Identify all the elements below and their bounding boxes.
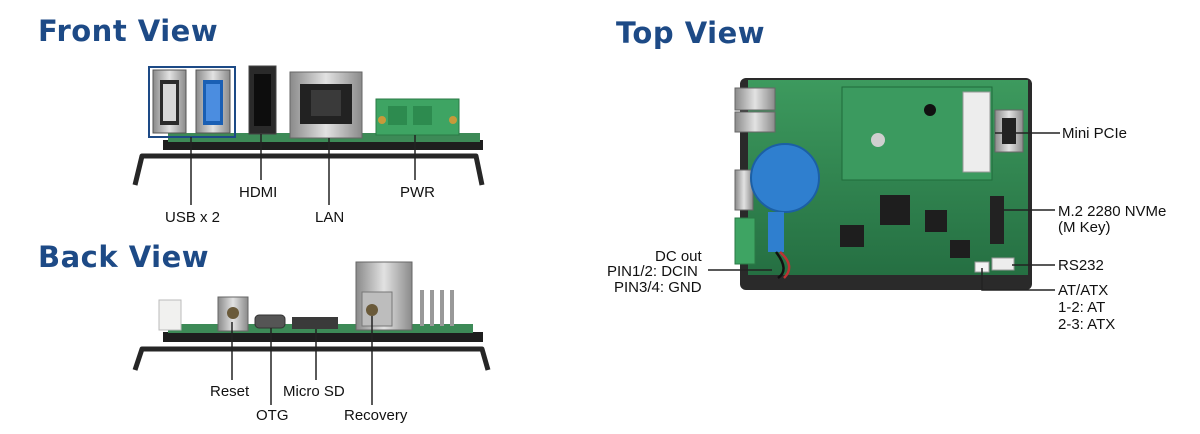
front-view-title: Front View	[38, 14, 219, 48]
dc-out-label-line3: PIN3/4: GND	[614, 279, 702, 296]
m2-label-line1: M.2 2280 NVMe	[1058, 203, 1167, 220]
m2-label-line2: (M Key)	[1058, 219, 1111, 236]
recovery-label: Recovery	[344, 407, 408, 424]
top-view-title: Top View	[616, 16, 766, 50]
reset-label: Reset	[210, 383, 250, 400]
atatx-label-line2: 1-2: AT	[1058, 299, 1106, 316]
usb-label: USB x 2	[165, 209, 221, 226]
rs232-label: RS232	[1058, 257, 1104, 274]
dc-out-label-line1: DC out	[655, 248, 702, 265]
hdmi-label: HDMI	[239, 184, 278, 201]
lan-label: LAN	[315, 209, 345, 226]
pwr-label: PWR	[400, 184, 435, 201]
top-view-board	[708, 78, 1060, 291]
front-view-board	[132, 65, 485, 205]
mini-pcie-label: Mini PCIe	[1062, 125, 1128, 142]
back-view-title: Back View	[38, 240, 210, 274]
micro-sd-label: Micro SD	[283, 383, 345, 400]
back-view-board	[132, 261, 491, 405]
atatx-label-line3: 2-3: ATX	[1058, 316, 1116, 333]
otg-label: OTG	[256, 407, 289, 424]
atatx-label-line1: AT/ATX	[1058, 282, 1109, 299]
dc-out-label-line2: PIN1/2: DCIN	[607, 263, 698, 280]
